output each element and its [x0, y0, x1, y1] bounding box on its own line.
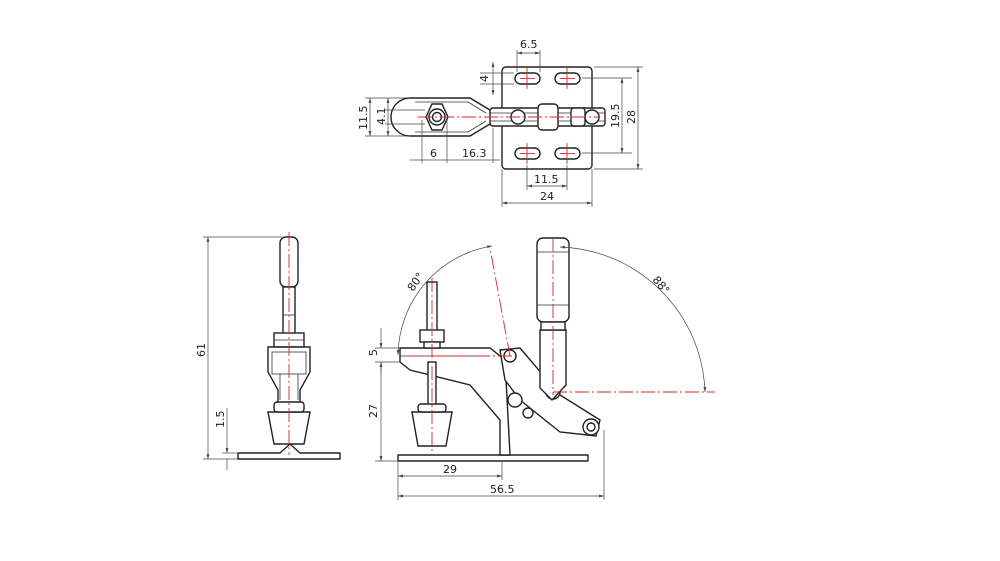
dim-top-inner-height: 19.5: [609, 104, 622, 129]
top-view: [390, 66, 606, 170]
dim-side-base-thickness: 1.5: [214, 411, 227, 429]
dim-top-height-inner: 4.1: [375, 108, 388, 126]
dim-top-total-height: 28: [625, 110, 638, 124]
front-base: [397, 454, 589, 462]
side-base: [237, 443, 341, 460]
top-slot-centers: [520, 68, 575, 164]
side-dimensions: 61 1.5: [195, 236, 282, 470]
top-slots: [514, 72, 581, 160]
dim-front-spindle-offset: 5: [367, 349, 380, 356]
dim-top-height-outer: 11.5: [357, 106, 370, 131]
top-dimensions: 6.5 4 11.5 4.1 6 16.3 11.5 24: [357, 38, 643, 207]
front-view: [397, 237, 715, 462]
front-body: [399, 347, 511, 456]
dim-angle-open-spindle: 80°: [405, 270, 427, 293]
dim-top-base-pitch: 11.5: [534, 173, 559, 186]
dim-front-spindle-reach: 29: [443, 463, 457, 476]
dim-top-base-width: 24: [540, 190, 554, 203]
side-view: [237, 232, 341, 460]
dim-front-total-length: 56.5: [490, 483, 515, 496]
dim-top-slot-offset: 4: [478, 75, 491, 82]
dim-front-height: 27: [367, 404, 380, 418]
dim-top-arm: 16.3: [462, 147, 487, 160]
dim-top-bolt: 6: [430, 147, 437, 160]
dim-side-total-height: 61: [195, 343, 208, 357]
dim-angle-open-handle: 88°: [650, 274, 672, 297]
dim-top-hole-pitch: 6.5: [520, 38, 538, 51]
